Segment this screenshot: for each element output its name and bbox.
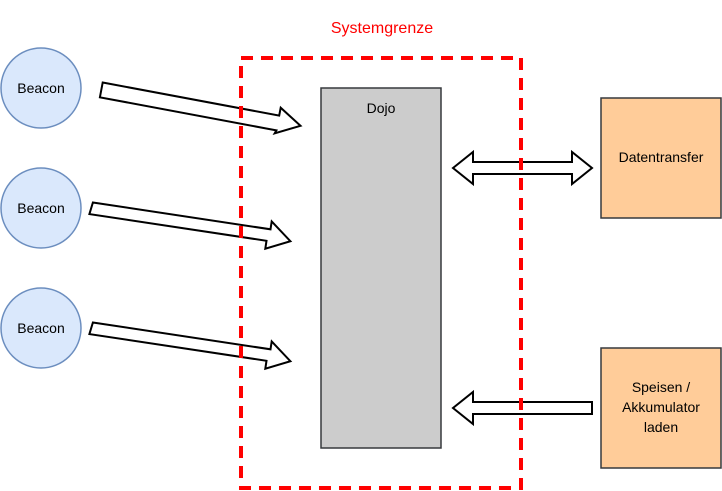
beacon-label: Beacon: [17, 320, 64, 336]
speisen-label-line-1: Speisen /: [632, 379, 690, 395]
beacon-2: Beacon: [0, 167, 82, 249]
beacon-1-to-dojo-arrow: [98, 81, 303, 135]
speisen-box: Speisen / Akkumulator laden: [600, 347, 722, 469]
system-boundary: [239, 56, 523, 490]
datentransfer-box: Datentransfer: [600, 97, 722, 219]
beacon-3-to-dojo-arrow: [88, 321, 293, 371]
speisen-label-line-2: Akkumulator: [622, 399, 700, 415]
system-boundary-label: Systemgrenze: [331, 20, 433, 37]
beacon-label: Beacon: [17, 80, 64, 96]
beacon-3: Beacon: [0, 287, 82, 369]
dojo-label: Dojo: [367, 100, 396, 116]
beacon-label: Beacon: [17, 200, 64, 216]
dojo-box: [320, 87, 442, 449]
beacon-1: Beacon: [0, 47, 82, 129]
speisen-label-line-3: laden: [644, 419, 678, 435]
datentransfer-label: Datentransfer: [619, 149, 704, 165]
beacon-2-to-dojo-arrow: [88, 201, 293, 251]
